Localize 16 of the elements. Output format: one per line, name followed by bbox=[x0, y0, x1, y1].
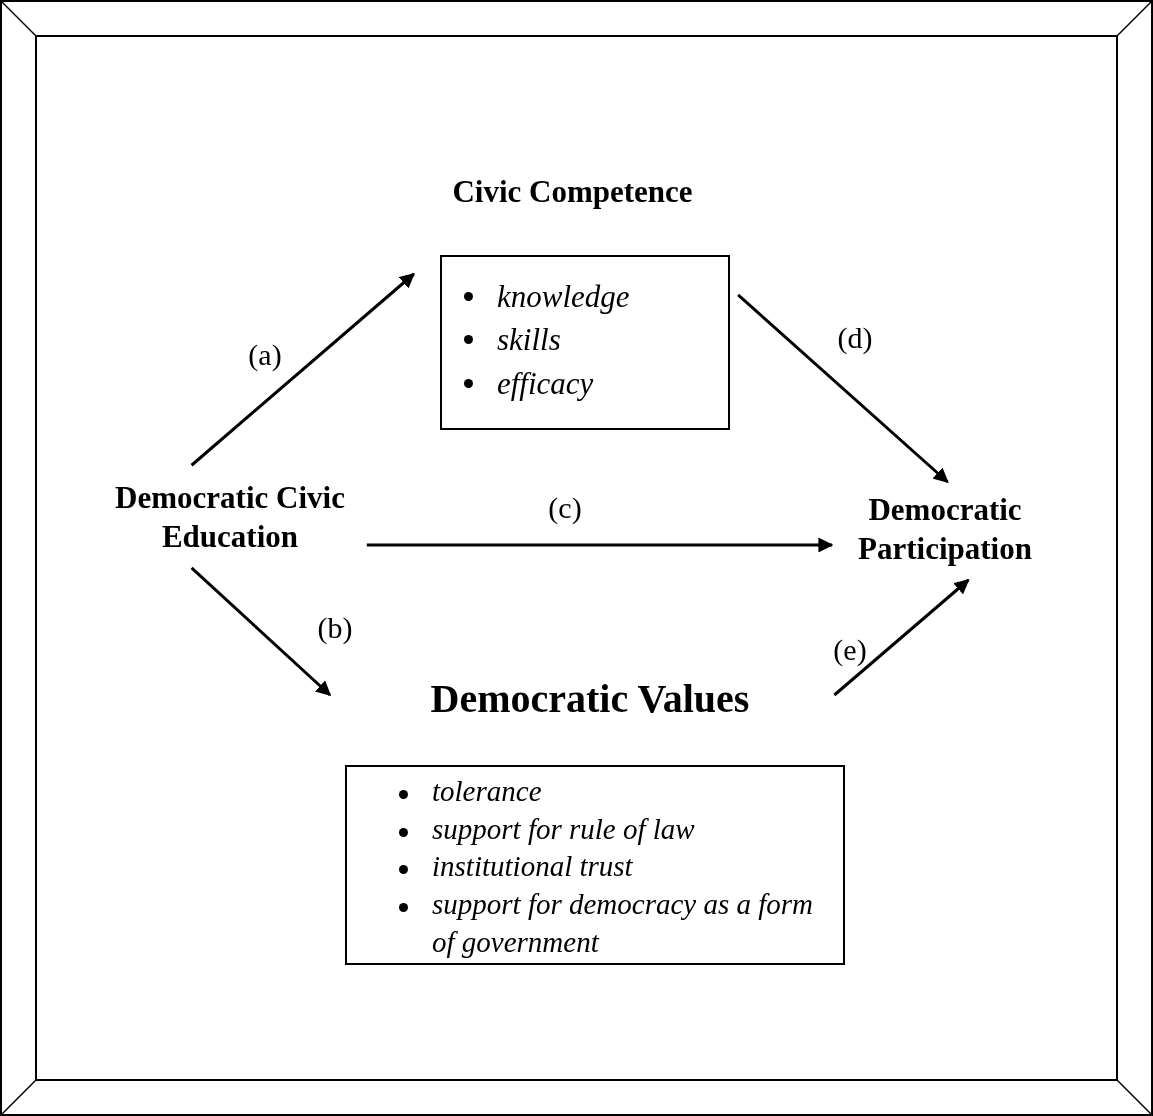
arrow bbox=[737, 293, 949, 484]
arrow bbox=[366, 537, 834, 553]
heading: Democratic Values bbox=[429, 679, 751, 719]
list-item: support for democracy as a form of government bbox=[432, 887, 814, 960]
arrow bbox=[190, 272, 415, 467]
concept-label: Democratic Participation bbox=[815, 480, 1075, 580]
list-item: skills bbox=[497, 321, 561, 360]
list-item: tolerance bbox=[432, 774, 542, 809]
list-item: efficacy bbox=[497, 364, 594, 403]
list-item: knowledge bbox=[497, 278, 630, 316]
arrow bbox=[190, 566, 332, 697]
concept-label: Democratic Civic Education bbox=[110, 470, 350, 565]
heading: Civic Competence bbox=[451, 176, 694, 207]
list-item: support for rule of law bbox=[432, 811, 695, 847]
list-item: institutional trust bbox=[432, 849, 633, 885]
arrow bbox=[833, 578, 970, 697]
